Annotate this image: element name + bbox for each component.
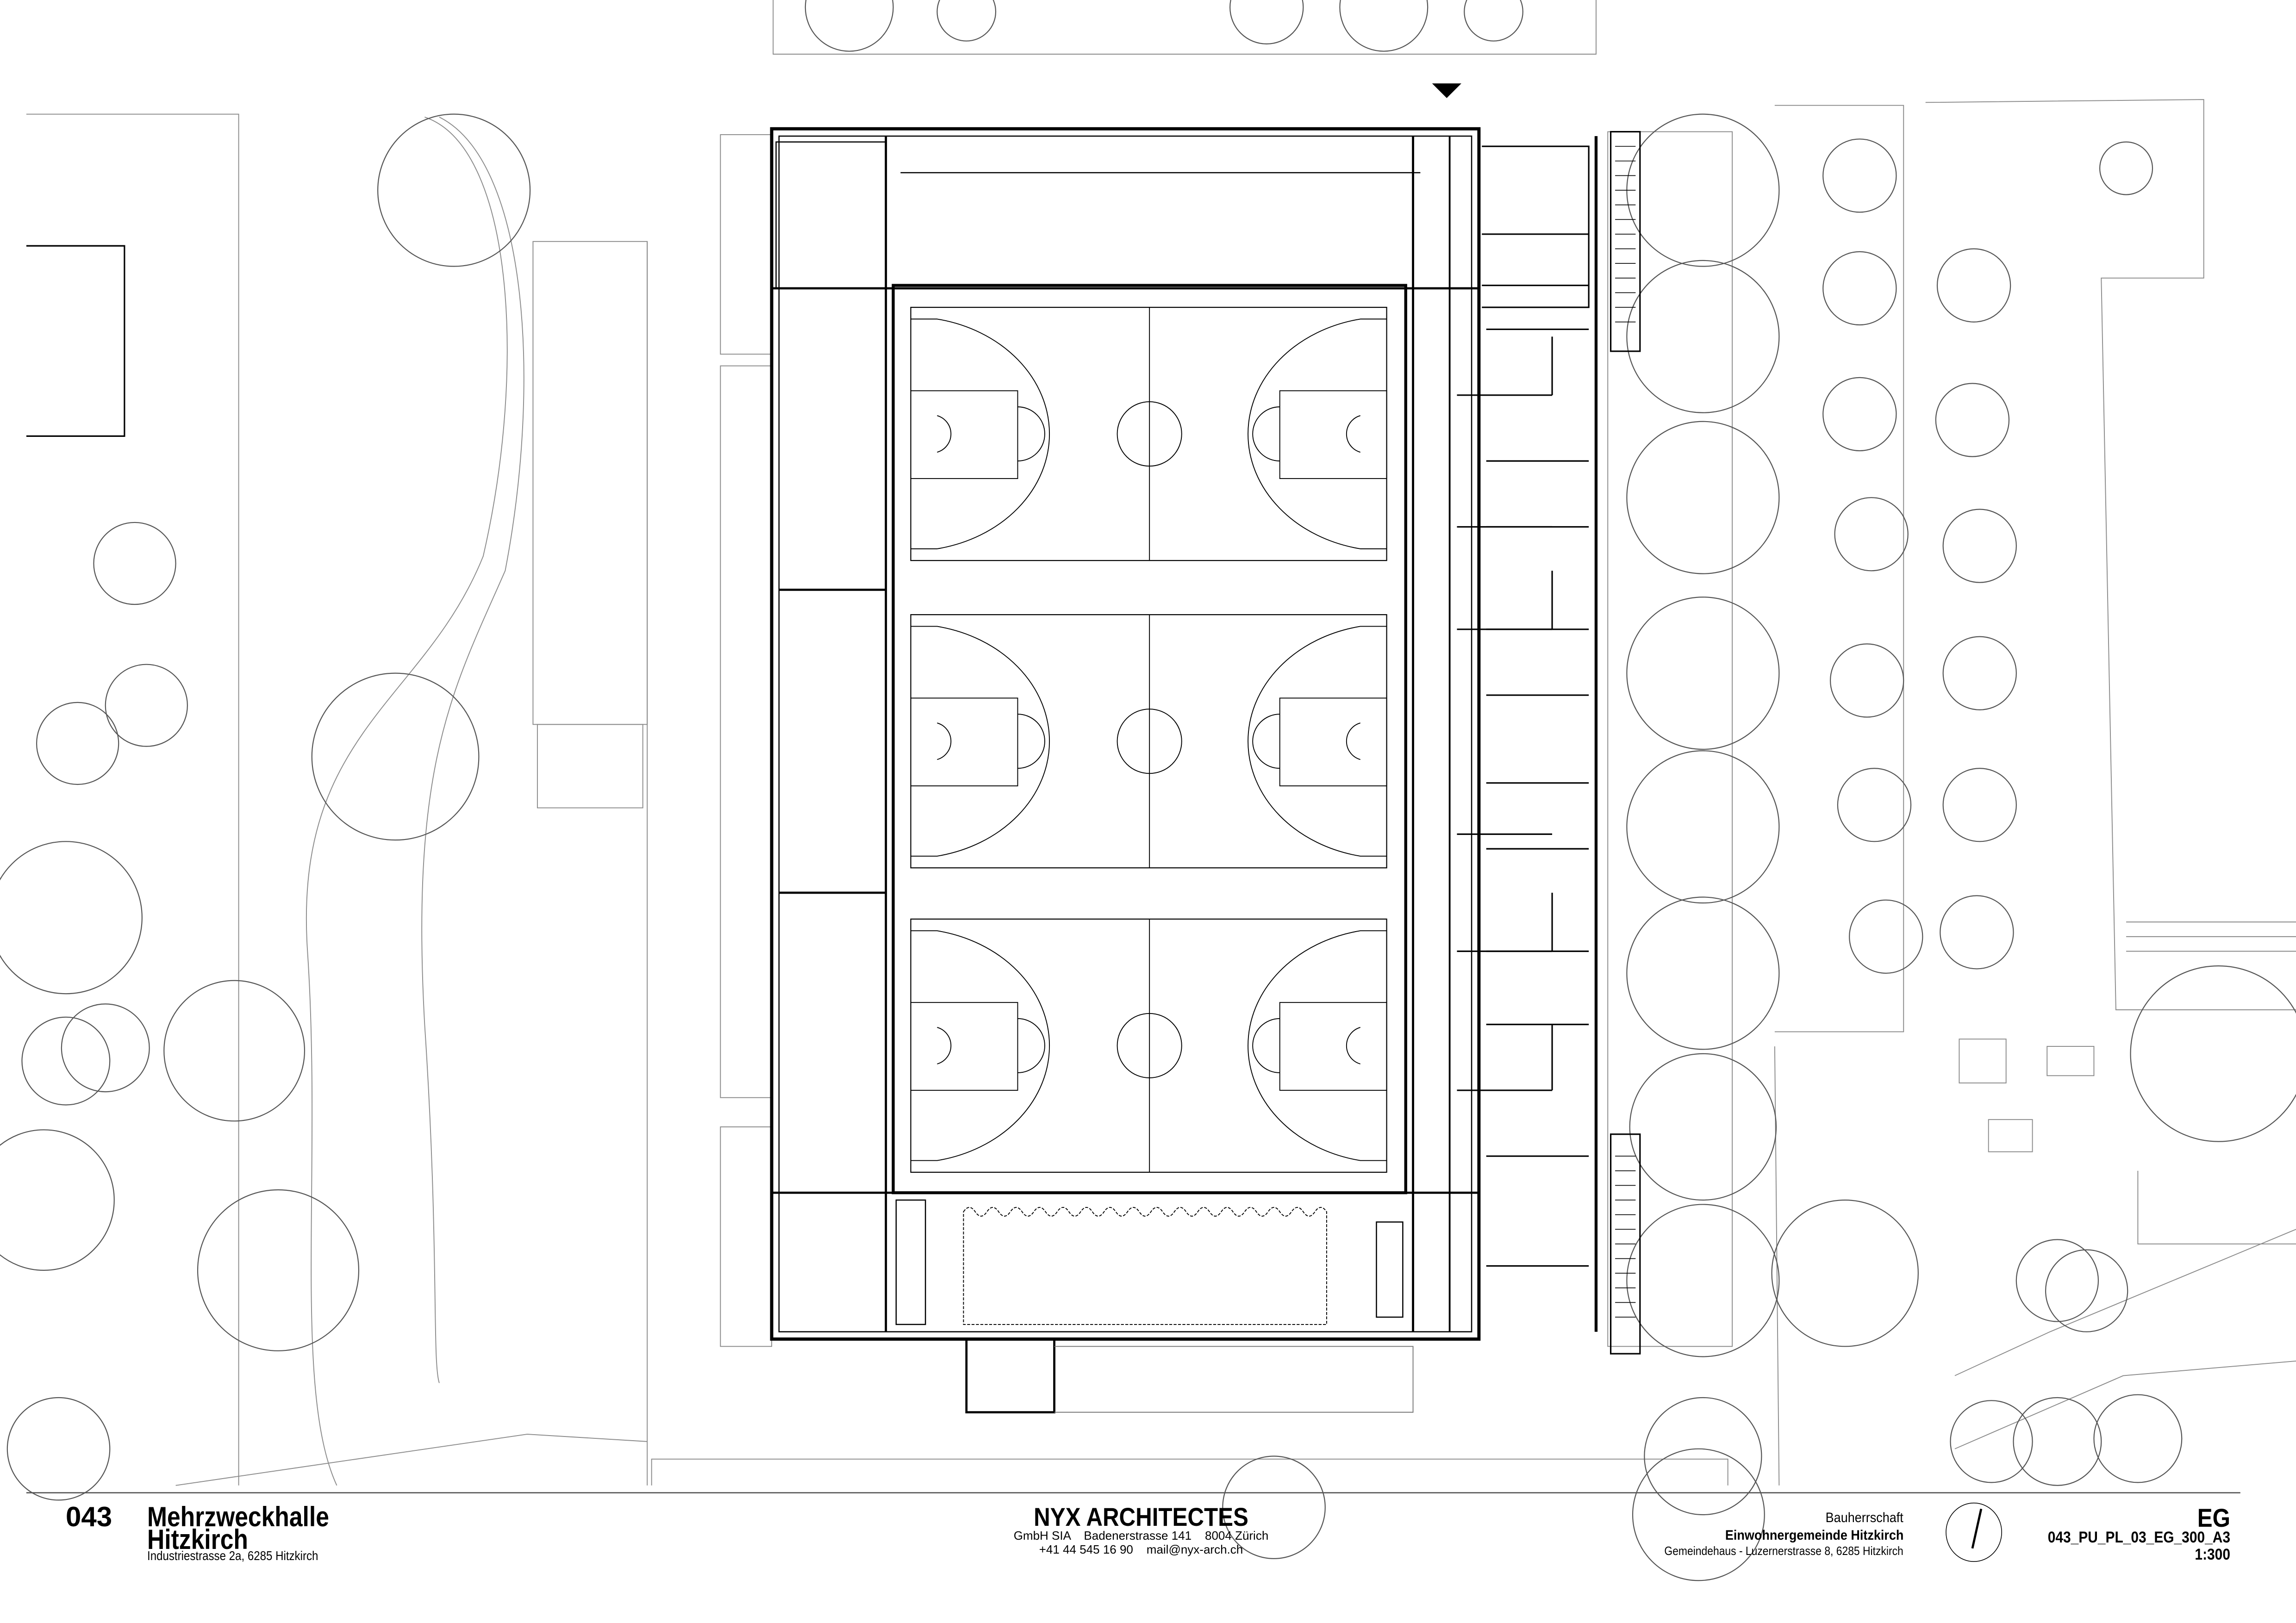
project-title-line2: Hitzkirch — [147, 1524, 248, 1555]
floor-label: EG — [2197, 1503, 2230, 1532]
client-label: Bauherrschaft — [1825, 1510, 1903, 1525]
entrance-triangle-icon — [1432, 83, 1461, 98]
trees — [0, 0, 2296, 1581]
drawing-scale: 1:300 — [2195, 1546, 2230, 1563]
client-name: Einwohnergemeinde Hitzkirch — [1725, 1528, 1903, 1543]
drawing-code: 043_PU_PL_03_EG_300_A3 — [2047, 1529, 2230, 1546]
site-context — [26, 0, 2296, 1486]
architect-contact: +41 44 545 16 90 mail@nyx-arch.ch — [1039, 1542, 1243, 1556]
court-1 — [910, 306, 1387, 561]
project-title-line1: Mehrzweckhalle — [147, 1501, 329, 1532]
sports-courts — [910, 306, 1387, 1173]
court-3 — [910, 918, 1387, 1173]
project-address: Industriestrasse 2a, 6285 Hitzkirch — [147, 1548, 318, 1563]
building — [770, 127, 1641, 1413]
architect-address: GmbH SIA Badenerstrasse 141 8004 Zürich — [1013, 1529, 1269, 1542]
client-address: Gemeindehaus - Luzernerstrasse 8, 6285 H… — [1664, 1544, 1903, 1558]
project-number: 043 — [66, 1501, 112, 1532]
architect-name: NYX ARCHITECTES — [1034, 1502, 1248, 1531]
compass-north-icon — [1946, 1502, 2002, 1562]
court-2 — [910, 614, 1387, 869]
